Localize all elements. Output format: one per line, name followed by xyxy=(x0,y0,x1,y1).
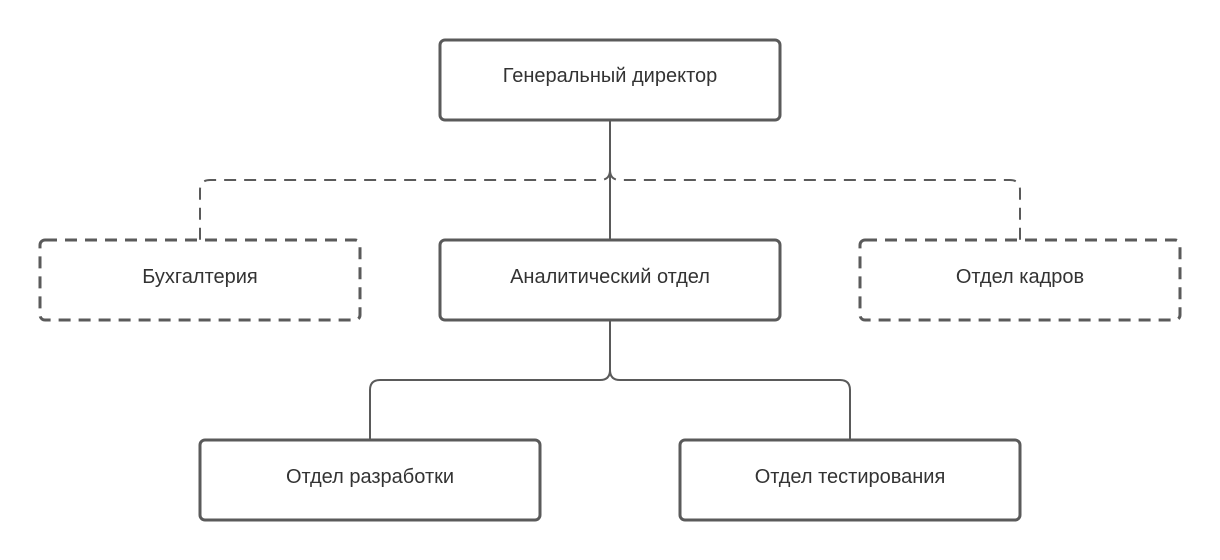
node-accounting: Бухгалтерия xyxy=(38,238,362,322)
edge-director-hr xyxy=(609,169,1021,240)
connectors xyxy=(199,120,1021,440)
node-box xyxy=(198,438,542,522)
node-hr: Отдел кадров xyxy=(858,238,1182,322)
edge-analytics-testing xyxy=(609,369,851,440)
node-box xyxy=(678,438,1022,522)
node-label: Аналитический отдел xyxy=(510,266,710,288)
node-development: Отдел разработки xyxy=(198,438,542,522)
edge-analytics-development xyxy=(369,320,611,440)
node-testing: Отдел тестирования xyxy=(678,438,1022,522)
node-box xyxy=(38,238,362,322)
node-label: Отдел тестирования xyxy=(755,466,946,488)
edge-director-accounting xyxy=(199,169,611,240)
node-label: Бухгалтерия xyxy=(142,266,258,288)
node-box xyxy=(438,238,782,322)
node-analytics: Аналитический отдел xyxy=(438,238,782,322)
node-box xyxy=(438,38,782,122)
node-director: Генеральный директор xyxy=(438,38,782,122)
node-label: Отдел кадров xyxy=(956,266,1084,288)
node-label: Отдел разработки xyxy=(286,466,454,488)
node-box xyxy=(858,238,1182,322)
node-label: Генеральный директор xyxy=(503,65,718,87)
